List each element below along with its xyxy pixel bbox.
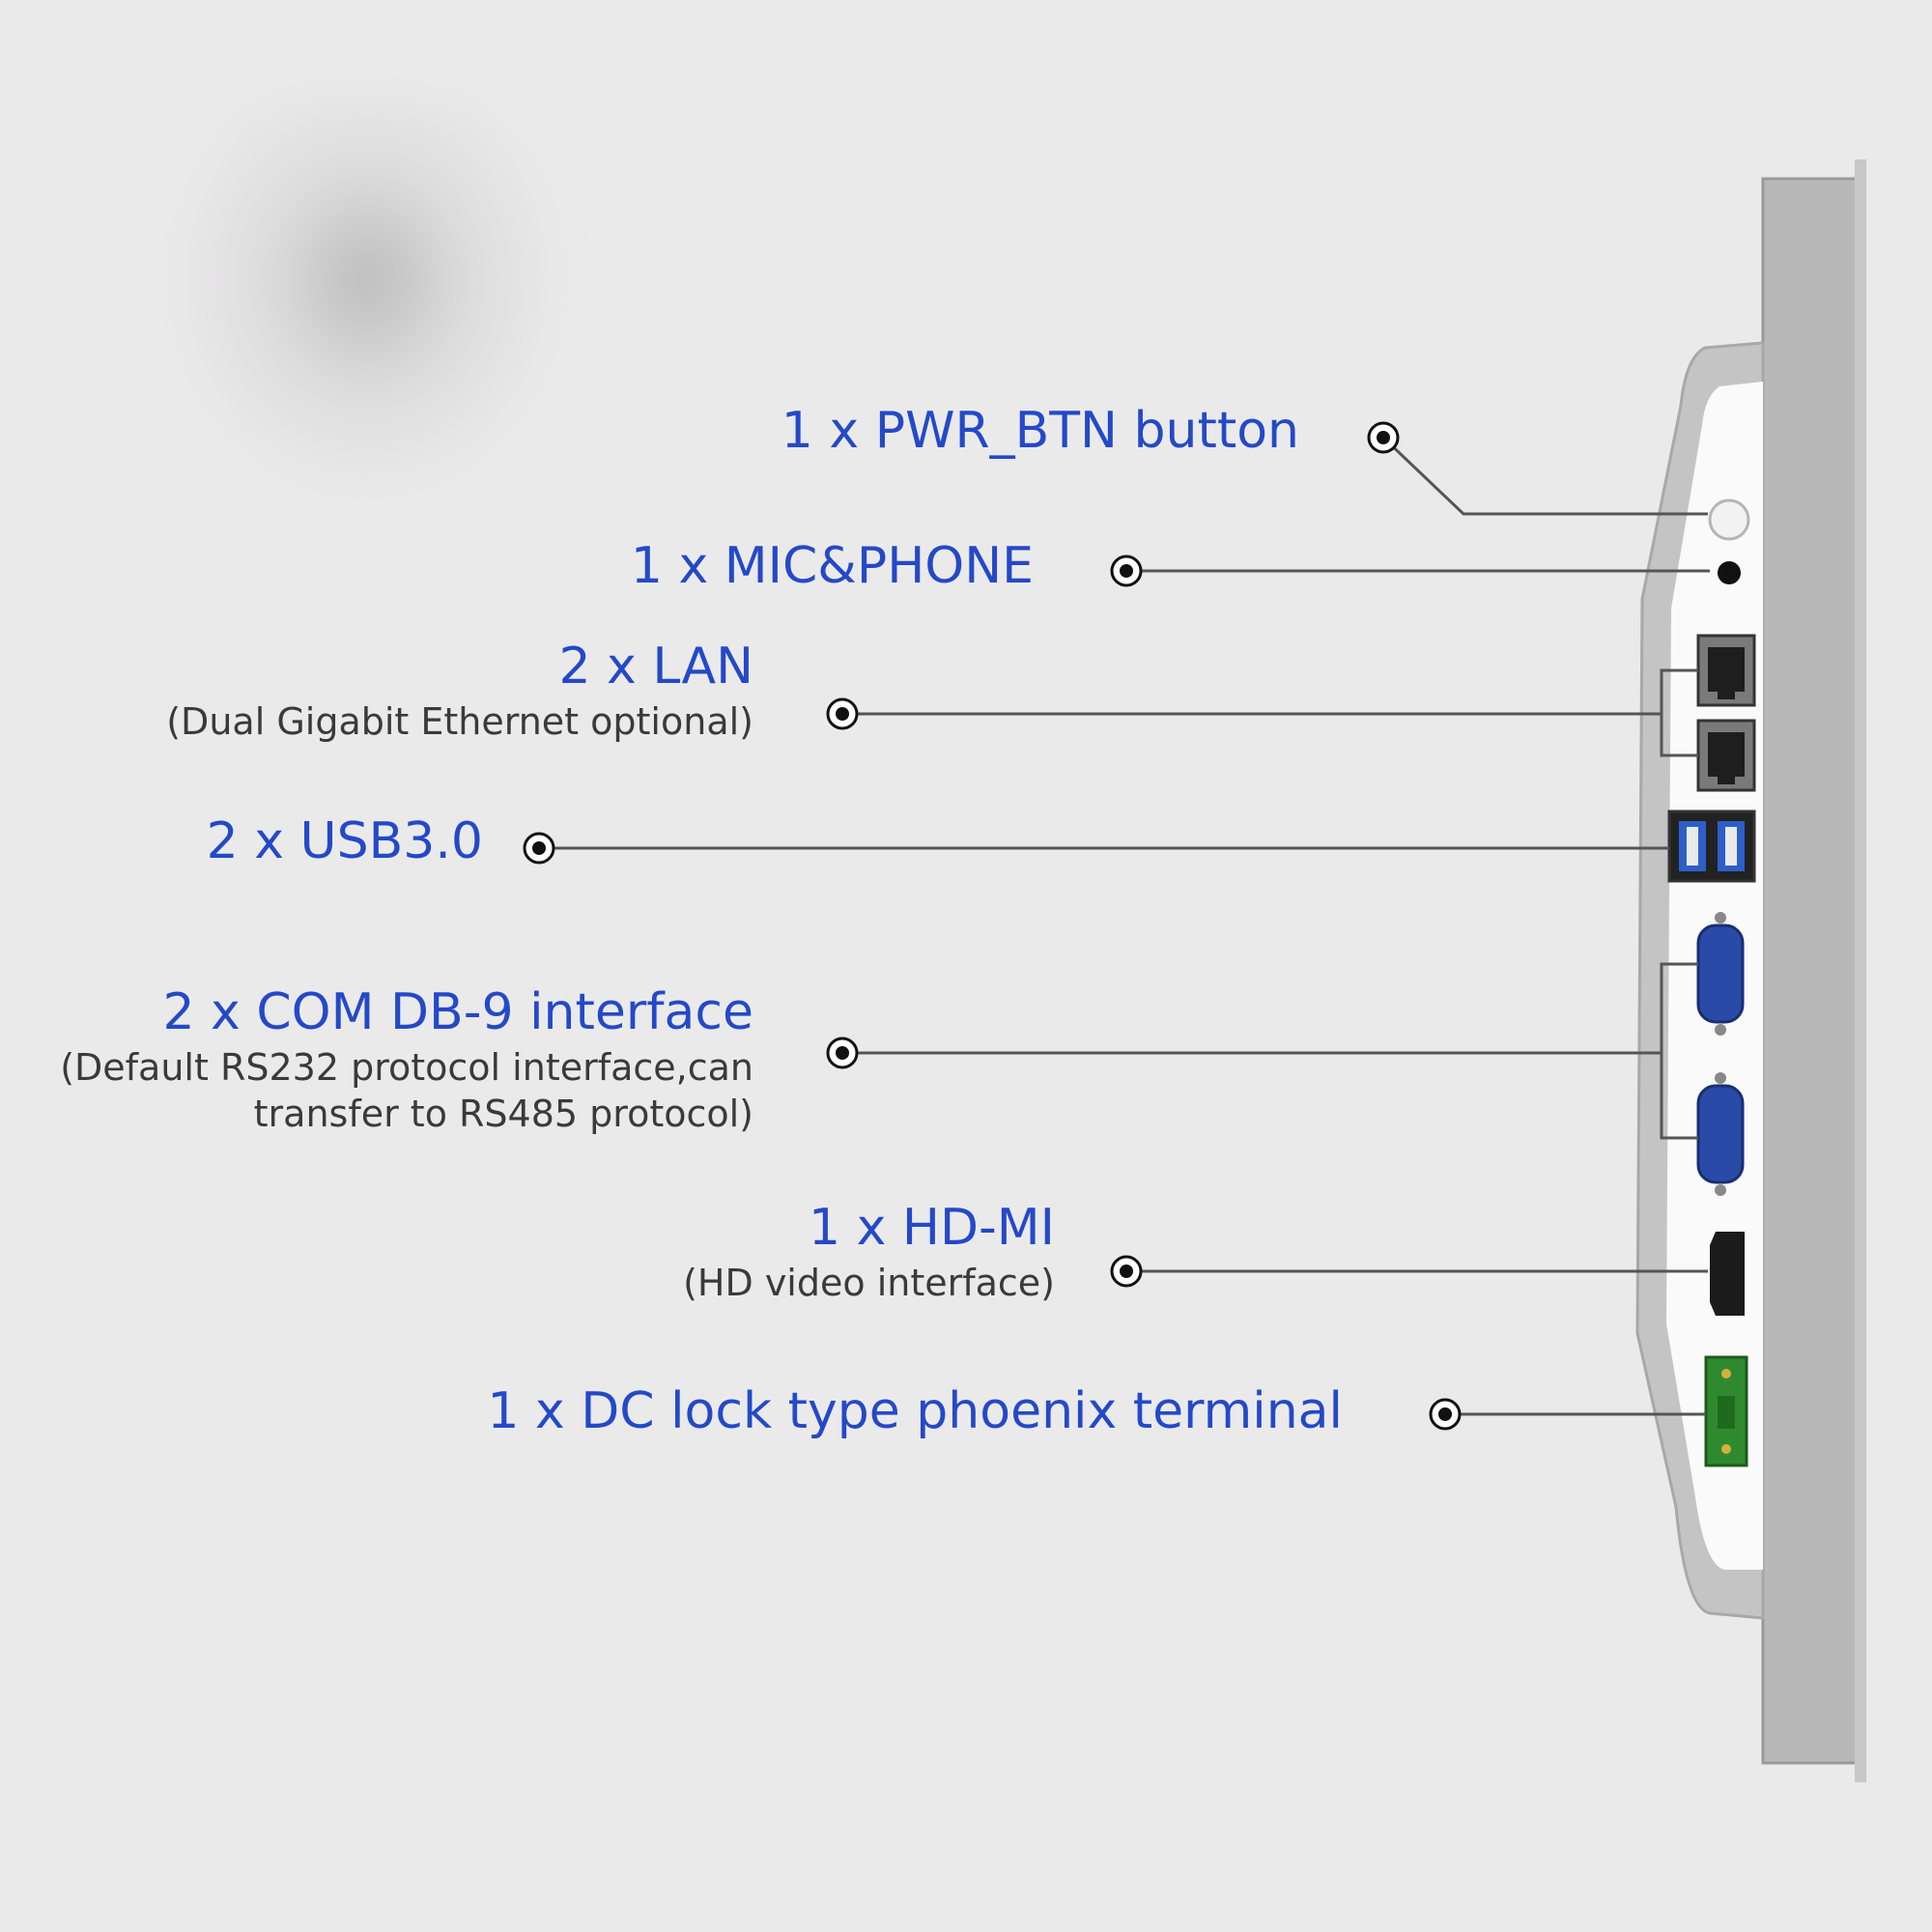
target-marker-icon	[1110, 554, 1143, 587]
hdmi-port	[1710, 1232, 1745, 1316]
power-button	[1708, 498, 1750, 541]
callout-title: 1 x PWR_BTN button	[781, 402, 1299, 460]
callout-com: 2 x COM DB-9 interface (Default RS232 pr…	[60, 983, 753, 1135]
callout-mic-phone: 1 x MIC&PHONE	[630, 537, 1034, 595]
callout-subtitle: (HD video interface)	[683, 1262, 1055, 1305]
target-marker-icon	[1429, 1398, 1462, 1431]
callout-title: 1 x MIC&PHONE	[630, 537, 1034, 595]
target-marker-icon	[1110, 1255, 1143, 1288]
callout-power: 1 x PWR_BTN button	[781, 402, 1299, 460]
callout-title: 1 x DC lock type phoenix terminal	[487, 1382, 1343, 1440]
target-marker-icon	[1367, 421, 1400, 454]
dc-terminal	[1704, 1355, 1748, 1467]
audio-jack	[1718, 561, 1741, 584]
panel-pc-side-view	[1635, 159, 1866, 1782]
target-marker-icon	[523, 832, 555, 865]
lan-port-2	[1696, 719, 1756, 792]
lan-port-1	[1696, 634, 1756, 707]
com-port-1	[1696, 912, 1745, 1036]
callout-subtitle: (Default RS232 protocol interface,can	[60, 1046, 753, 1090]
target-marker-icon	[826, 697, 859, 730]
callout-subtitle-line2: transfer to RS485 protocol)	[253, 1092, 753, 1135]
callout-title: 2 x LAN	[558, 638, 753, 696]
front-bezel	[1761, 177, 1866, 1765]
callout-title: 2 x COM DB-9 interface	[162, 983, 753, 1041]
leader-lines	[539, 436, 1710, 1416]
blurred-background-patch	[164, 97, 570, 502]
callout-subtitle: (Dual Gigabit Ethernet optional)	[166, 700, 753, 744]
target-markers	[523, 421, 1462, 1431]
callout-usb: 2 x USB3.0	[206, 812, 483, 870]
callout-hdmi: 1 x HD-MI (HD video interface)	[683, 1199, 1055, 1305]
target-marker-icon	[826, 1037, 859, 1069]
leader-line-power	[1381, 436, 1708, 516]
callout-lan: 2 x LAN (Dual Gigabit Ethernet optional)	[166, 639, 753, 743]
com-port-2	[1696, 1072, 1745, 1196]
usb3-port	[1667, 810, 1756, 883]
callout-title: 2 x USB3.0	[206, 812, 483, 870]
callout-dc-terminal: 1 x DC lock type phoenix terminal	[487, 1382, 1343, 1440]
callout-title: 1 x HD-MI	[808, 1199, 1055, 1257]
